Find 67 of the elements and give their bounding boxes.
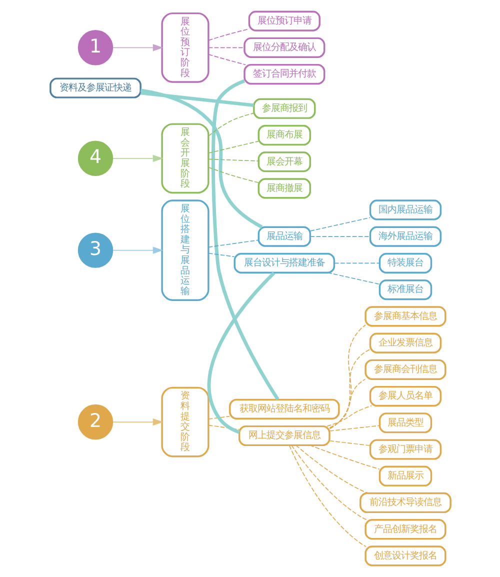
connector xyxy=(328,425,380,432)
connector xyxy=(208,140,258,154)
node-circle: 4 xyxy=(77,140,113,176)
connector xyxy=(328,348,370,429)
node-box: 参展商会刊信息 xyxy=(364,359,446,380)
node-box: 创意设计奖报名 xyxy=(364,546,446,566)
node-box: 展商撤展 xyxy=(257,178,311,199)
connector xyxy=(207,272,275,434)
connector xyxy=(210,79,279,400)
node-box: 展台设计与搭建准备 xyxy=(233,252,335,274)
connector xyxy=(290,444,367,520)
connector xyxy=(328,324,366,430)
connector xyxy=(208,47,244,48)
node-box: 参展商基本信息 xyxy=(364,306,446,327)
node-circle: 3 xyxy=(77,232,113,268)
connector xyxy=(295,444,368,494)
connector xyxy=(208,166,258,184)
connector xyxy=(208,54,246,66)
node-box: 标准展台 xyxy=(378,279,432,300)
node-box: 资料提交阶段 xyxy=(160,386,209,458)
node-box: 展位预订阶段 xyxy=(160,12,209,83)
connector xyxy=(326,272,380,285)
connector xyxy=(309,236,370,237)
node-box: 特装展台 xyxy=(378,252,432,274)
connector xyxy=(208,424,239,430)
node-box: 海外展品运输 xyxy=(368,226,442,247)
node-box: 参观门票申请 xyxy=(368,439,442,460)
node-circle: 2 xyxy=(77,404,113,440)
arrow xyxy=(112,246,163,254)
connector xyxy=(309,217,370,232)
node-box: 国内展品运输 xyxy=(368,200,442,220)
node-box: 签订合同并付款 xyxy=(243,64,325,85)
node-box: 网上提交参展信息 xyxy=(238,425,330,446)
connector xyxy=(208,252,234,258)
node-box: 前沿技术导读信息 xyxy=(359,492,451,514)
connector xyxy=(208,416,230,420)
node-box: 企业发票信息 xyxy=(368,332,442,354)
connector xyxy=(328,440,370,446)
connector xyxy=(308,444,380,470)
arrow xyxy=(112,154,163,162)
node-circle: 1 xyxy=(77,30,113,66)
node-box: 新品展示 xyxy=(378,466,432,486)
connector xyxy=(140,88,262,229)
connector xyxy=(326,405,372,427)
connector xyxy=(208,28,250,41)
node-box: 产品创新奖报名 xyxy=(364,519,446,540)
arrow xyxy=(112,44,163,52)
node-box: 获取网站登陆名和密码 xyxy=(228,398,340,420)
connector xyxy=(208,112,254,137)
connector xyxy=(208,158,258,162)
node-box: 展品类型 xyxy=(378,412,432,434)
node-box: 参展人员名单 xyxy=(368,386,442,407)
connector xyxy=(208,240,258,248)
connector xyxy=(140,91,254,108)
node-box: 展位分配及确认 xyxy=(243,37,325,58)
connector xyxy=(328,378,366,428)
arrow xyxy=(112,418,163,426)
node-box: 参展商报到 xyxy=(252,98,316,119)
connector xyxy=(334,262,380,264)
node-box: 展会开展阶段 xyxy=(160,123,209,194)
node-box: 展商布展 xyxy=(257,124,311,146)
node-box: 展位预订申请 xyxy=(248,10,320,32)
node-box: 资料及参展证快递 xyxy=(49,78,141,98)
node-box: 展品运输 xyxy=(257,226,311,247)
connector xyxy=(288,445,366,547)
node-box: 展会开幕 xyxy=(257,152,311,172)
node-box: 展位搭建与展品运输 xyxy=(160,200,209,301)
